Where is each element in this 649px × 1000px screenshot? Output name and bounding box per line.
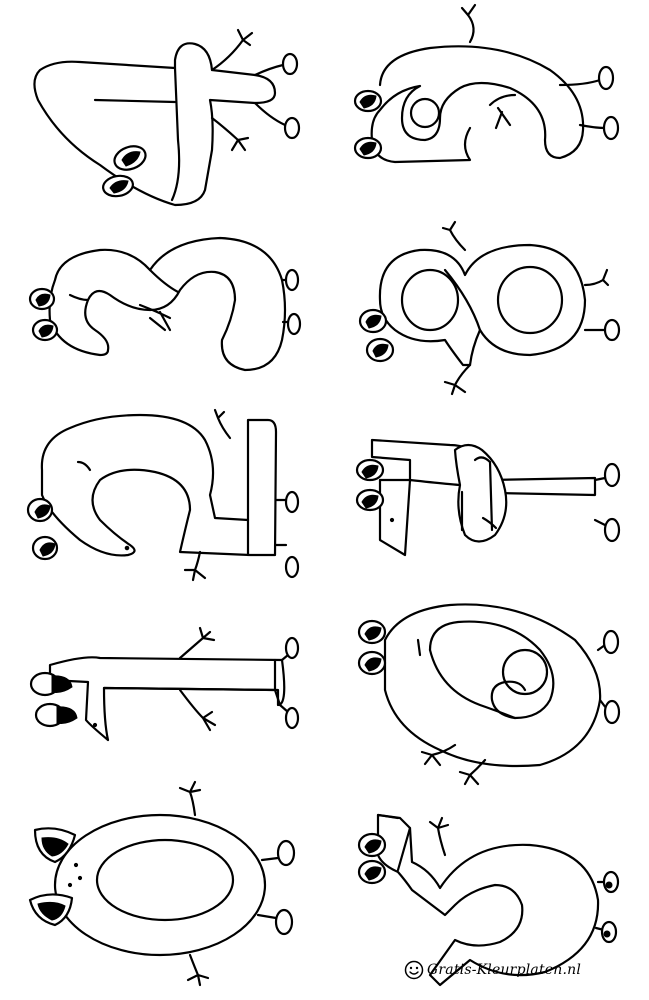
number-four-animal (33, 28, 301, 207)
number-nine-animal (353, 3, 620, 164)
number-six-animal (357, 603, 621, 786)
watermark-text: Gratis-Kleurplaten.nl (427, 962, 582, 978)
number-five-animal (357, 813, 620, 987)
number-one-animal (29, 626, 300, 742)
number-seven-animal (355, 438, 621, 557)
smiley-face-icon (404, 960, 424, 980)
watermark: Gratis-Kleurplaten.nl (404, 958, 581, 982)
number-two-animal (26, 408, 300, 582)
number-zero-animal (28, 780, 296, 987)
number-three-animal (28, 236, 302, 372)
number-eight-animal (358, 220, 621, 396)
